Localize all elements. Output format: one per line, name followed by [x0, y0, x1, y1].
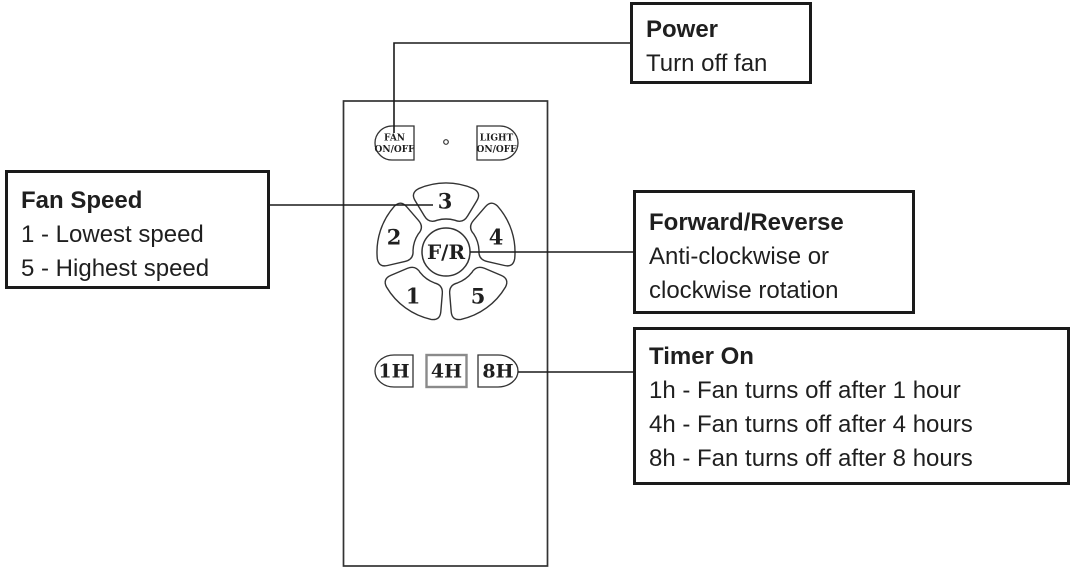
power-callout-title: Power [646, 16, 719, 43]
fan-button-label-line2: ON/OFF [375, 145, 416, 155]
light-on-off-button[interactable] [476, 125, 519, 161]
fan-speed-callout: Fan Speed 1 - Lowest speed 5 - Highest s… [5, 170, 270, 289]
power-callout: Power Turn off fan [630, 2, 812, 84]
timer-on-callout-text-3: 8h - Fan turns off after 8 hours [649, 445, 973, 472]
forward-reverse-callout-title: Forward/Reverse [649, 209, 844, 236]
dpad-label-5: 5 [471, 283, 486, 308]
dpad-label-3: 3 [438, 188, 453, 213]
timer-1h-label: 1H [378, 361, 409, 383]
fan-on-off-button[interactable] [374, 125, 415, 161]
fan-speed-callout-text-2: 5 - Highest speed [21, 255, 210, 282]
light-button-label-line2: ON/OFF [477, 145, 518, 155]
speed-1-button[interactable] [384, 266, 444, 321]
timer-1h-button[interactable] [374, 354, 414, 388]
timer-4h-label: 4H [431, 361, 462, 383]
fan-button-label-line1: FAN [384, 134, 405, 144]
dpad [376, 182, 516, 321]
timer-on-callout: Timer On 1h - Fan turns off after 1 hour… [633, 327, 1070, 485]
connector-power-line [393, 42, 632, 133]
light-button-label-line1: LIGHT [480, 134, 514, 144]
timer-on-callout-text-2: 4h - Fan turns off after 4 hours [649, 411, 973, 438]
speed-4-button[interactable] [469, 202, 516, 267]
power-callout-text: Turn off fan [646, 50, 768, 77]
forward-reverse-callout: Forward/Reverse Anti-clockwise or clockw… [633, 190, 915, 314]
dpad-label-2: 2 [387, 224, 402, 249]
indicator-led-icon [443, 139, 449, 145]
remote-body [342, 100, 549, 567]
dpad-label-1: 1 [406, 283, 421, 308]
timer-on-callout-text-1: 1h - Fan turns off after 1 hour [649, 377, 961, 404]
fan-speed-callout-title: Fan Speed [21, 187, 143, 214]
timer-8h-label: 8H [482, 361, 513, 383]
forward-reverse-label: F/R [427, 240, 466, 264]
timer-8h-button[interactable] [477, 354, 519, 388]
speed-3-button[interactable] [412, 182, 480, 222]
forward-reverse-callout-text-2: clockwise rotation [649, 277, 839, 304]
speed-5-button[interactable] [448, 266, 508, 321]
forward-reverse-callout-text-1: Anti-clockwise or [649, 243, 830, 270]
fan-speed-callout-text-1: 1 - Lowest speed [21, 221, 204, 248]
timer-4h-button[interactable] [425, 353, 468, 389]
timer-on-callout-title: Timer On [649, 343, 754, 370]
dpad-label-4: 4 [489, 224, 504, 249]
